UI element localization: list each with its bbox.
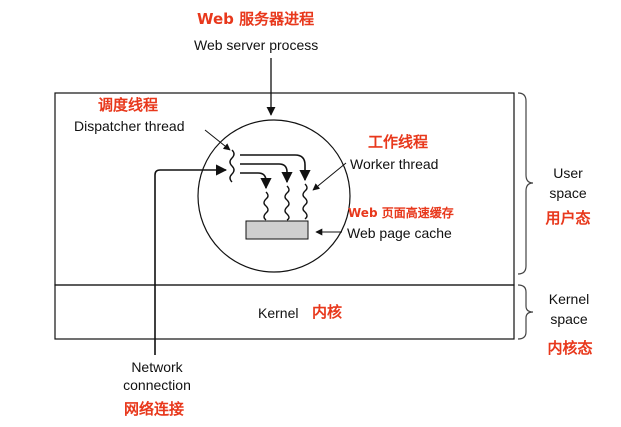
- worker-pointer: [312, 162, 347, 191]
- kernel-label-cn: 内核: [312, 303, 343, 321]
- user-space-label-cn: 用户态: [545, 209, 591, 227]
- user-space-brace: [517, 92, 534, 275]
- dispatcher-thread-label: Dispatcher thread: [74, 118, 185, 134]
- network-connection-label-line2: connection: [123, 377, 191, 393]
- dispatcher-pointer: [204, 129, 231, 151]
- kernel-label: Kernel: [258, 305, 299, 321]
- worker-thread-squiggle-1: [263, 191, 269, 221]
- dispatch-arrow-3: [240, 172, 272, 190]
- kernel-space-label-line1: Kernel: [548, 291, 590, 307]
- user-space-label-line2: space: [549, 185, 587, 201]
- web-server-process-circle: [197, 119, 351, 273]
- dispatcher-thread-squiggle: [229, 149, 235, 183]
- dispatcher-thread-label-cn: 调度线程: [98, 96, 159, 114]
- dispatch-arrow-2: [240, 163, 293, 184]
- network-connection-line: [154, 164, 228, 355]
- worker-thread-label-cn: 工作线程: [368, 133, 429, 151]
- web-page-cache-label: Web page cache: [347, 225, 452, 241]
- worker-thread-squiggle-3: [302, 183, 308, 220]
- kernel-space-brace: [517, 284, 534, 340]
- kernel-space-box: [54, 284, 515, 340]
- kernel-space-label-cn: 内核态: [547, 339, 593, 357]
- kernel-space-label-line2: space: [550, 311, 588, 327]
- worker-thread-label: Worker thread: [350, 156, 439, 172]
- web-server-process-label: Web server process: [194, 37, 319, 53]
- web-page-cache-box: [245, 220, 309, 240]
- web-server-process-label-cn: Web 服务器进程: [197, 10, 315, 28]
- network-connection-label-cn: 网络连接: [123, 400, 184, 418]
- worker-thread-squiggle-2: [284, 185, 290, 221]
- dispatch-arrow-1: [240, 154, 311, 182]
- user-space-label-line1: User: [553, 165, 583, 181]
- network-connection-label-line1: Network: [131, 359, 183, 375]
- web-page-cache-label-cn: Web 页面高速缓存: [348, 206, 454, 220]
